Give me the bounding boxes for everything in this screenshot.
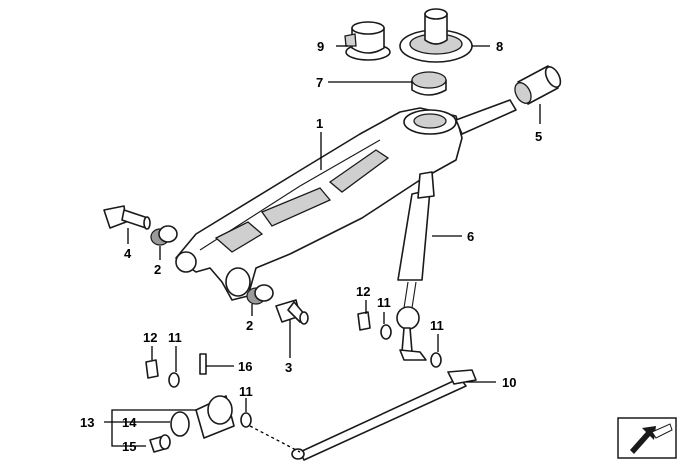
part-4-bracket (103, 205, 151, 230)
part-16-pin (199, 353, 207, 375)
callout-3: 3 (285, 360, 292, 375)
callout-6: 6 (467, 229, 474, 244)
part-11-washer-right-upper (380, 324, 392, 340)
callout-10: 10 (502, 375, 516, 390)
part-12-clip-left (145, 359, 159, 379)
part-5-sleeve (514, 65, 562, 105)
part-8-boot (399, 8, 473, 63)
part-11-washer-right-lower (430, 352, 442, 368)
callout-4: 4 (124, 246, 132, 261)
view-direction-arrow-icon (617, 417, 677, 459)
part-11-washer-left-lower (240, 412, 252, 428)
part-6-shift-rod (396, 171, 435, 361)
callout-8: 8 (496, 39, 503, 54)
callout-9: 9 (317, 39, 324, 54)
callout-1: 1 (316, 116, 323, 131)
callout-11-left-lower: 11 (239, 384, 253, 399)
callout-13: 13 (80, 415, 94, 430)
callout-12-right: 12 (356, 284, 370, 299)
part-1-shift-carrier (175, 99, 517, 301)
callout-11-left-upper: 11 (168, 330, 182, 345)
callout-2-lower: 2 (246, 318, 253, 333)
part-2-bushing-lower (246, 284, 274, 305)
part-3-clip (275, 299, 309, 325)
callout-12-left: 12 (143, 330, 157, 345)
callout-15: 15 (122, 439, 136, 454)
callout-11-right-upper: 11 (377, 295, 391, 310)
part-12-clip-right (357, 311, 371, 331)
part-10-selector-shaft (291, 369, 477, 461)
part-11-washer-left-upper (168, 372, 180, 388)
callout-11-right-lower: 11 (430, 318, 444, 333)
part-15-bush (149, 434, 171, 453)
part-7-ring (411, 71, 447, 96)
callout-5: 5 (535, 129, 542, 144)
callout-7: 7 (316, 75, 323, 90)
callout-2-upper: 2 (154, 262, 161, 277)
part-9-clamp (344, 21, 391, 61)
callout-16: 16 (238, 359, 252, 374)
part-2-bushing-upper (150, 225, 178, 246)
part-14-coupling (170, 395, 235, 439)
leader-lines (104, 45, 541, 453)
callout-14: 14 (122, 415, 137, 430)
